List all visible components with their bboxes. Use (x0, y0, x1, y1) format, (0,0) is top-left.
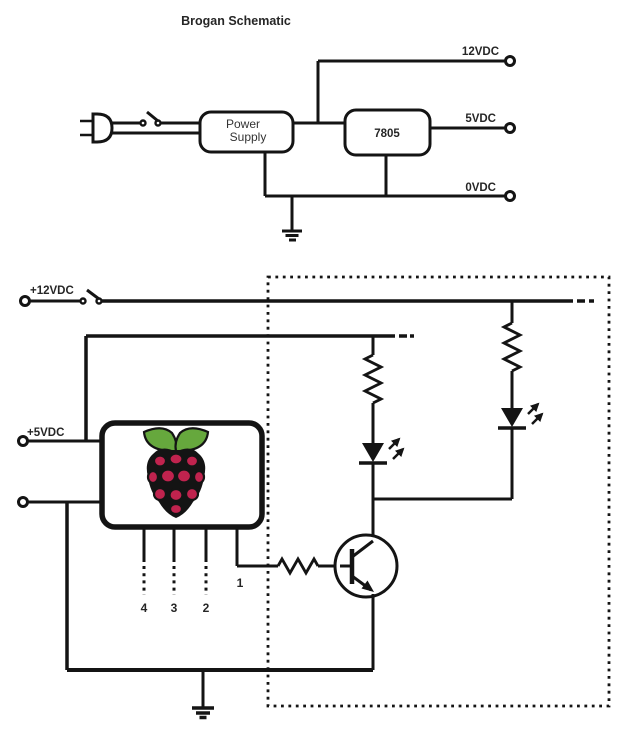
npn-transistor-icon (333, 533, 399, 599)
led2-ray2 (531, 412, 544, 425)
driver-circuit-dotted-box (266, 275, 611, 708)
ground-icon-top (282, 196, 302, 242)
ac-plug-icon (80, 112, 114, 144)
resistor2-icon (500, 321, 524, 373)
bottom-pi-schematic (17, 288, 594, 720)
led1-ray2 (392, 447, 405, 460)
terminal-12v-input (19, 295, 31, 307)
mains-switch-icon (139, 110, 200, 127)
label-pin3: 3 (171, 601, 178, 615)
label-pin4: 4 (141, 601, 148, 615)
schematic-title: Brogan Schematic (181, 14, 291, 28)
raspberry-pi-logo-icon (142, 427, 210, 518)
terminal-0vdc (504, 190, 516, 202)
power-supply-box (198, 110, 295, 154)
resistor1-icon (361, 353, 385, 405)
led2-icon (501, 408, 523, 427)
led1-icon (362, 443, 384, 462)
label-12vdc: 12VDC (462, 46, 499, 58)
led2-branch (498, 301, 544, 499)
power-supply-label-line2: Supply (230, 130, 267, 144)
label-rail-12v: +12VDC (30, 285, 74, 297)
label-rail-5v: +5VDC (27, 427, 64, 439)
power-supply-label-line1: Power (226, 117, 260, 131)
top-power-supply-schematic (80, 55, 516, 242)
base-resistor-icon (276, 556, 320, 576)
12v-switch-icon (79, 288, 103, 305)
regulator-label: 7805 (374, 128, 400, 140)
label-0vdc: 0VDC (465, 182, 496, 194)
led2-ray1 (527, 402, 540, 415)
label-pin1: 1 (237, 576, 244, 590)
terminal-5vdc (504, 122, 516, 134)
terminal-12vdc (504, 55, 516, 67)
terminal-0v-input (17, 496, 29, 508)
ground-icon-bottom (192, 670, 214, 720)
label-pin2: 2 (203, 601, 210, 615)
terminal-5v-input (17, 435, 29, 447)
gpio-pins (142, 527, 208, 595)
led1-branch (359, 336, 405, 541)
label-5vdc: 5VDC (465, 113, 496, 125)
led1-ray1 (388, 437, 401, 450)
